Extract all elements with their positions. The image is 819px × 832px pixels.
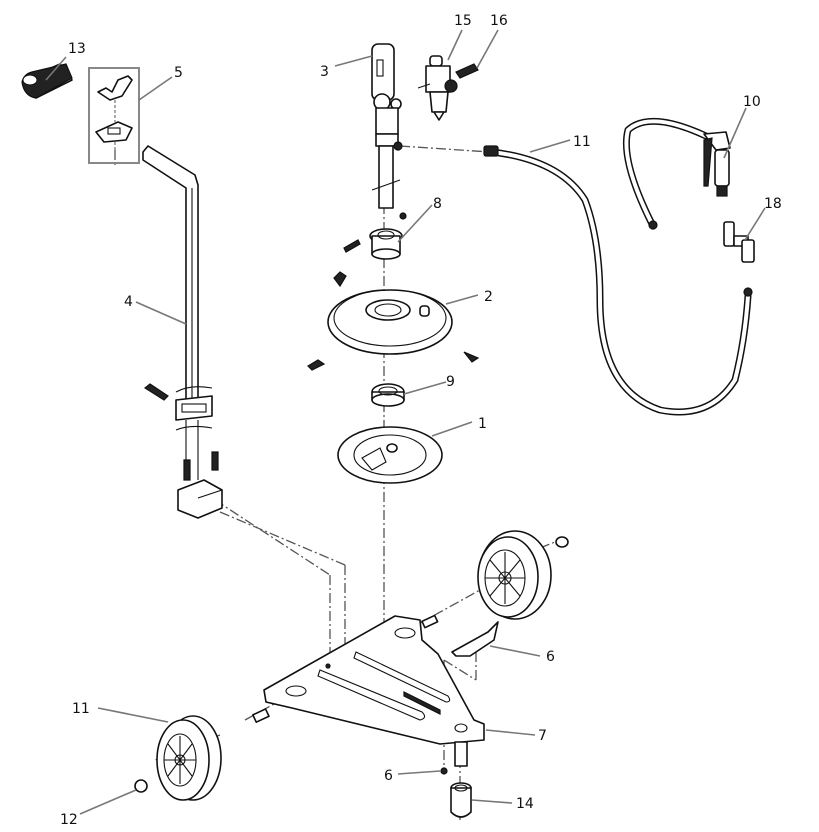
grease-gun-part[interactable] [622,117,731,230]
air-pump-part[interactable] [371,43,403,209]
air-filter-regulator-part[interactable] [417,55,458,121]
callout-4: 4 [124,294,133,310]
handle-clamp-kit-part[interactable] [88,67,140,164]
callout-6-upper: 6 [546,649,555,665]
callout-16: 15 [454,13,472,29]
grease-hose-part[interactable] [483,145,753,416]
callout-1: 1 [478,416,487,432]
wheel-left-part[interactable] [156,715,222,801]
swivel-fitting-part[interactable] [723,221,755,263]
clip-pin-part[interactable] [440,621,499,775]
callout-7: 7 [538,728,547,744]
drum-cover-part[interactable] [307,271,480,371]
air-coupler-part[interactable] [455,63,479,79]
callout-5: 5 [174,65,183,81]
callout-2: 2 [484,289,493,305]
callout-15: 14 [516,796,534,812]
wheel-right-part[interactable] [477,530,569,620]
trolley-base-part[interactable] [252,614,485,767]
callout-12: 11 [72,701,90,717]
caster-foot-part[interactable] [450,782,472,818]
callout-18: 18 [764,196,782,212]
handle-bar-part[interactable] [142,145,223,519]
callout-10: 10 [743,94,761,110]
follower-plate-part[interactable] [337,426,443,484]
callout-14: 13 [68,41,86,57]
callout-13: 12 [60,812,78,828]
bung-adapter-part[interactable] [343,212,407,260]
callout-11: 11 [573,134,591,150]
callout-leaders [45,29,766,815]
callout-17: 16 [490,13,508,29]
nut-ring-part[interactable] [371,383,405,407]
callout-6-lower: 6 [384,768,393,784]
handle-grip-part[interactable] [21,63,73,99]
callout-9: 9 [446,374,455,390]
retaining-ring-part[interactable] [134,779,148,793]
callout-8: 8 [433,196,442,212]
callout-3: 3 [320,64,329,80]
callout-labels: 13 5 3 15 16 10 11 18 8 2 9 1 4 6 7 6 14… [60,13,782,828]
